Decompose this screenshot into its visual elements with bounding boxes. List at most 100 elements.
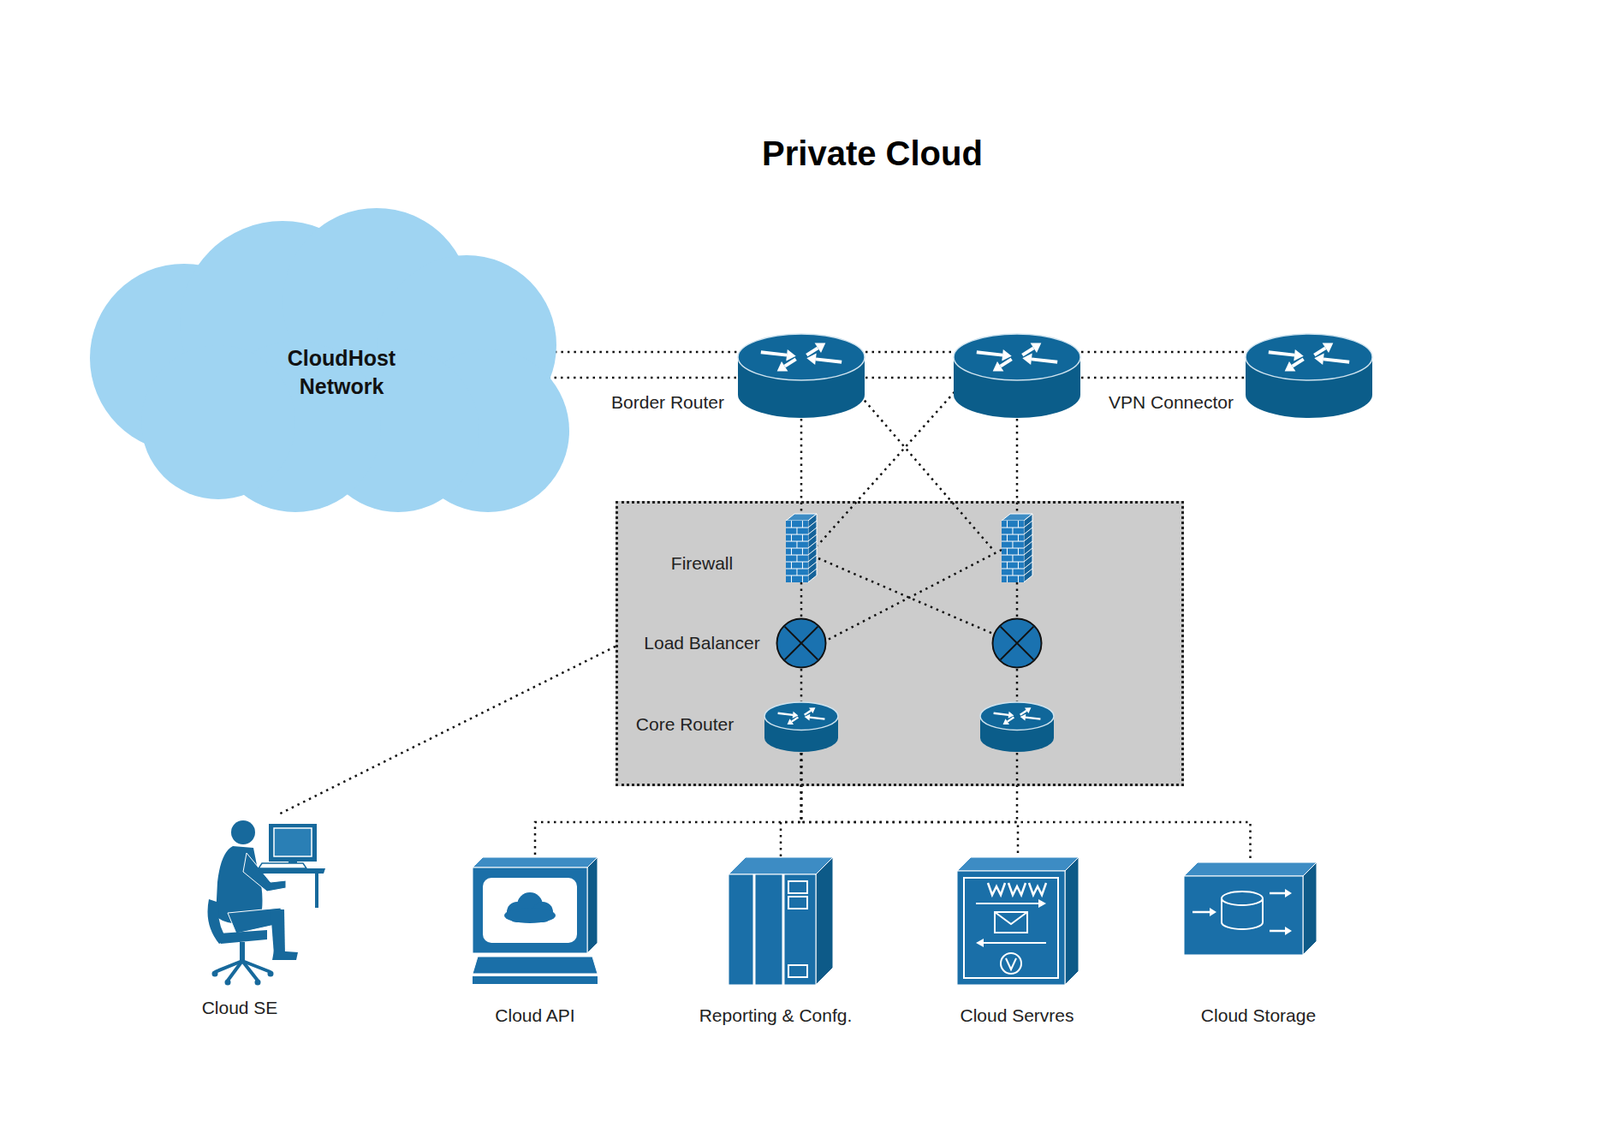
arrow-head: [1284, 361, 1297, 372]
arrow-head: [806, 353, 816, 366]
api-terminal: Cloud API: [472, 856, 598, 985]
router-icon: [980, 701, 1054, 752]
brick-line: [808, 561, 817, 569]
person-foot: [272, 950, 298, 960]
brick-joint: [1006, 561, 1008, 569]
arrow-head: [1322, 342, 1334, 353]
brick-line: [1023, 541, 1033, 548]
diagram-title: Private Cloud: [761, 134, 983, 173]
reporting-unit: Reporting & Confg.: [728, 856, 833, 985]
brick-joint: [1017, 534, 1019, 542]
monitor: [268, 823, 317, 862]
brick-line: [808, 547, 817, 555]
brick-line: [1023, 561, 1033, 569]
check-ring: [1000, 952, 1022, 974]
envelope-flap: [994, 911, 1028, 924]
firewall-icon-shape: [785, 513, 817, 583]
arrow-shaft: [778, 713, 794, 715]
brick-joint: [1011, 554, 1013, 562]
dotted-connector: [800, 668, 803, 702]
person-leg: [270, 909, 286, 955]
arrow-shaft: [1292, 358, 1304, 366]
firewall-icon: [1001, 513, 1033, 583]
brick-joint: [1017, 547, 1019, 555]
box-side: [815, 856, 833, 985]
device-label: Load Balancer: [643, 631, 760, 654]
api-terminal-drawing: [472, 856, 598, 984]
desk-leg: [315, 873, 319, 908]
screen-cloud: [504, 907, 556, 923]
arrow-head: [777, 361, 789, 372]
cloud-region-drawing: [89, 208, 570, 512]
load-balancer: Load Balancer: [775, 617, 827, 669]
border-router-shape: [737, 333, 866, 419]
box-front: [1183, 875, 1303, 955]
brick-line: [808, 541, 817, 548]
brick-joint: [791, 520, 792, 528]
web-server-drawing: [957, 856, 1079, 985]
check-mark: [1005, 957, 1017, 970]
arrow-head: [1038, 898, 1047, 908]
chair-seat: [219, 929, 268, 944]
brick-joint: [1006, 520, 1008, 528]
reporting-unit-drawing: [728, 856, 833, 985]
brick-joint: [796, 527, 798, 535]
box-side: [1064, 856, 1079, 985]
monitor-screen: [273, 827, 312, 857]
dotted-link: [865, 350, 953, 354]
dotted-connector: [801, 752, 1018, 857]
device-label: Cloud API: [494, 1004, 575, 1026]
brick-line: [1023, 568, 1033, 576]
arrow-head: [787, 718, 794, 725]
core-router-drawing: [764, 701, 839, 752]
device-label: Firewall: [671, 552, 733, 574]
brick-joint: [802, 561, 803, 569]
arrow-shaft: [1269, 892, 1285, 895]
web-server-shape: [957, 856, 1079, 985]
dotted-connector: [800, 418, 803, 514]
vpn-router-shape: [1244, 333, 1374, 419]
dotted-link: [818, 558, 994, 634]
layout-wires: [547, 351, 1245, 822]
device-label: Reporting & Confg.: [699, 1004, 853, 1026]
brick-joint: [802, 575, 803, 583]
device-label: Cloud Storage: [1201, 1004, 1316, 1026]
reporting-unit-shape: [728, 856, 833, 985]
arrow-head: [1020, 713, 1027, 721]
dotted-link: [1016, 752, 1019, 822]
border-router-drawing: [737, 333, 865, 418]
dotted-link: [547, 376, 738, 380]
load-balancer-icon: [993, 618, 1042, 668]
brick-joint: [796, 554, 798, 562]
firewall-front: [1001, 520, 1024, 583]
dotted-link: [1081, 376, 1245, 380]
brick-joint: [1011, 527, 1013, 535]
device-label: Cloud SE: [202, 996, 279, 1018]
arrow-shaft: [1000, 358, 1012, 366]
arrow-shaft: [815, 358, 842, 362]
brick-joint: [1006, 547, 1008, 555]
brick-joint: [1017, 575, 1019, 583]
arrow-shaft: [993, 713, 1010, 715]
panel-slot: [788, 880, 808, 893]
border-router: Border Router: [737, 333, 866, 419]
brick-line: [1023, 534, 1033, 542]
arrow-shaft: [1192, 910, 1210, 914]
device-label: Cloud Servres: [959, 1004, 1074, 1026]
arrow-head: [975, 938, 984, 947]
device-label: VPN Connector: [1108, 391, 1234, 413]
private-zone-fill: [615, 500, 1184, 786]
arrow-shaft: [761, 351, 787, 355]
cloud-label: CloudHost Network: [255, 344, 428, 400]
brick-line: [1023, 554, 1033, 562]
brick-line: [808, 527, 817, 535]
panel-divider: [753, 874, 756, 985]
firewall-icon-drawing: [785, 513, 817, 583]
api-screen: [482, 877, 577, 943]
brick-joint: [791, 547, 792, 555]
web-glyph: [987, 882, 1047, 895]
balancer-cross: [1000, 626, 1035, 661]
arrow-shaft: [975, 902, 1039, 905]
arrow-shaft: [791, 717, 799, 722]
api-base: [472, 975, 598, 984]
